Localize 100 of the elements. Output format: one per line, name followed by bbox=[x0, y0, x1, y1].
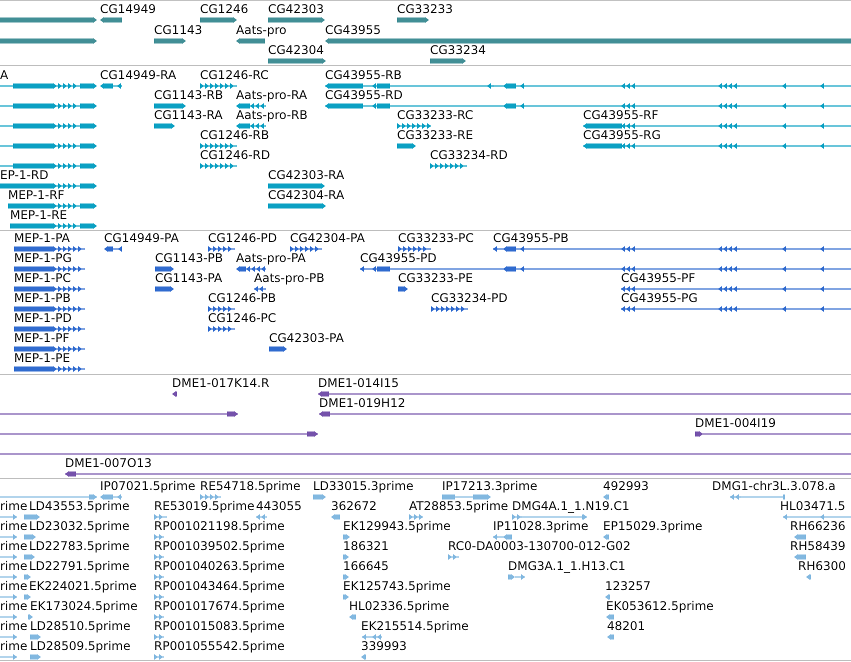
feature-label: DME1-019H12 bbox=[319, 397, 406, 410]
feature-label: MEP-1-PD bbox=[14, 312, 72, 325]
feature-label: CG42303-RA bbox=[268, 169, 344, 182]
feature-label: Aats-pro-PB bbox=[254, 272, 324, 285]
feature-label: CG42303-PA bbox=[269, 332, 344, 345]
feature-label: AT28853.5prime bbox=[409, 500, 508, 513]
feature-label: 362672 bbox=[331, 500, 377, 513]
feature-label: MEP-1-RE bbox=[10, 209, 68, 222]
feature-label: MEP-1-PA bbox=[14, 232, 70, 245]
feature-label: EK224021.5prime bbox=[29, 580, 137, 593]
feature-label: CG42303 bbox=[268, 3, 324, 16]
feature-label: CG43955-RD bbox=[325, 89, 403, 102]
feature-label: A bbox=[0, 69, 8, 82]
feature-label: 492993 bbox=[603, 480, 649, 493]
feature-label: CG1246-RC bbox=[200, 69, 269, 82]
feature-label: CG14949 bbox=[100, 3, 156, 16]
feature-label: EK129943.5prime bbox=[343, 520, 451, 533]
feature-label: EP-1-RD bbox=[0, 169, 48, 182]
feature-label: rime bbox=[0, 580, 28, 593]
feature-label: CG43955 bbox=[325, 24, 381, 37]
feature-label: EP15029.3prime bbox=[603, 520, 702, 533]
feature-label: DMG3A.1_1.H13.C1 bbox=[508, 560, 626, 573]
feature-label: MEP-1-RF bbox=[8, 189, 64, 202]
feature-label: CG33233-PC bbox=[398, 232, 474, 245]
feature-label: RH66236 bbox=[790, 520, 846, 533]
feature-label: 186321 bbox=[343, 540, 389, 553]
feature-label: CG1143 bbox=[154, 24, 202, 37]
feature-label: DME1-014I15 bbox=[318, 377, 399, 390]
feature-label: 48201 bbox=[607, 620, 646, 633]
feature-label: RP001040263.5prime bbox=[154, 560, 285, 573]
feature-label: CG33234-RD bbox=[430, 149, 508, 162]
feature-label: DME1-017K14.R bbox=[172, 377, 270, 390]
feature-label: CG1143-PB bbox=[155, 252, 224, 265]
feature-label: EK125743.5prime bbox=[343, 580, 451, 593]
feature-label: CG14949-RA bbox=[100, 69, 176, 82]
feature-label: CG1246-PB bbox=[208, 292, 276, 305]
feature-label: IP07021.5prime bbox=[100, 480, 196, 493]
feature-label: RP001039502.5prime bbox=[154, 540, 285, 553]
feature-label: CG42304-RA bbox=[268, 189, 344, 202]
feature-label: CG43955-PF bbox=[621, 272, 696, 285]
feature-label: CG33234-PD bbox=[431, 292, 508, 305]
feature-label: CG1143-RA bbox=[154, 109, 223, 122]
feature-label: LD33015.3prime bbox=[313, 480, 414, 493]
feature-label: CG42304 bbox=[268, 44, 324, 57]
feature-label: RP001021198.5prime bbox=[154, 520, 285, 533]
feature-label: MEP-1-PC bbox=[14, 272, 71, 285]
feature-label: DMG4A.1_1.N19.C1 bbox=[512, 500, 630, 513]
feature-label: LD28510.5prime bbox=[30, 620, 131, 633]
feature-label: RC0-DA0003-130700-012-G02 bbox=[448, 540, 631, 553]
feature-label: CG33233 bbox=[397, 3, 453, 16]
feature-label: CG43955-RB bbox=[325, 69, 402, 82]
feature-label: MEP-1-PE bbox=[14, 352, 70, 365]
feature-label: CG1246-RB bbox=[200, 129, 270, 142]
feature-label: rime bbox=[0, 600, 28, 613]
feature-label: IP11028.3prime bbox=[493, 520, 588, 533]
feature-label: RP001055542.5prime bbox=[154, 640, 285, 653]
feature-label: EK215514.5prime bbox=[361, 620, 469, 633]
feature-label: DME1-007O13 bbox=[65, 457, 152, 470]
feature-label: 123257 bbox=[605, 580, 651, 593]
feature-label: RP001015083.5prime bbox=[154, 620, 285, 633]
feature-label: CG33233-RC bbox=[397, 109, 474, 122]
feature-label: rime bbox=[0, 520, 28, 533]
feature-label: CG43955-PB bbox=[493, 232, 569, 245]
feature-label: CG33233-PE bbox=[398, 272, 473, 285]
feature-label: Aats-pro-PA bbox=[236, 252, 306, 265]
feature-label: HL02336.5prime bbox=[349, 600, 450, 613]
feature-label: MEP-1-PB bbox=[14, 292, 71, 305]
feature-label: CG33234 bbox=[430, 44, 486, 57]
feature-label: EK173024.5prime bbox=[30, 600, 138, 613]
feature-label: rime bbox=[0, 540, 28, 553]
feature-label: CG1246 bbox=[200, 3, 248, 16]
feature-label: 443055 bbox=[256, 500, 302, 513]
feature-label: CG1143-RB bbox=[154, 89, 224, 102]
feature-label: LD43553.5prime bbox=[29, 500, 130, 513]
feature-label: 166645 bbox=[343, 560, 389, 573]
feature-label: EK053612.5prime bbox=[606, 600, 714, 613]
feature-label: LD23032.5prime bbox=[29, 520, 130, 533]
feature-label: DME1-004I19 bbox=[695, 417, 776, 430]
feature-label: rime bbox=[0, 560, 28, 573]
feature-label: MEP-1-PF bbox=[14, 332, 70, 345]
feature-label: CG1246-PD bbox=[208, 232, 278, 245]
feature-label: HL03471.5 bbox=[780, 500, 846, 513]
feature-label: CG1143-PA bbox=[155, 272, 222, 285]
feature-label: RH58439 bbox=[790, 540, 846, 553]
feature-label: LD22791.5prime bbox=[29, 560, 130, 573]
feature-label: RP001017674.5prime bbox=[154, 600, 285, 613]
feature-label: Aats-pro-RB bbox=[236, 109, 308, 122]
feature-label: CG43955-PD bbox=[360, 252, 437, 265]
feature-label: RE53019.5prime bbox=[154, 500, 254, 513]
feature-label: CG1246-PC bbox=[208, 312, 276, 325]
feature-label: LD22783.5prime bbox=[29, 540, 130, 553]
feature-label: Aats-pro-RA bbox=[236, 89, 308, 102]
feature-label: CG1246-RD bbox=[200, 149, 270, 162]
feature-label: IP17213.3prime bbox=[442, 480, 538, 493]
feature-label: rime bbox=[0, 620, 28, 633]
feature-label: CG14949-PA bbox=[104, 232, 179, 245]
feature-label: CG43955-RG bbox=[583, 129, 661, 142]
feature-label: CG43955-PG bbox=[621, 292, 698, 305]
feature-label: Aats-pro bbox=[236, 24, 286, 37]
feature-label: rime bbox=[0, 640, 28, 653]
